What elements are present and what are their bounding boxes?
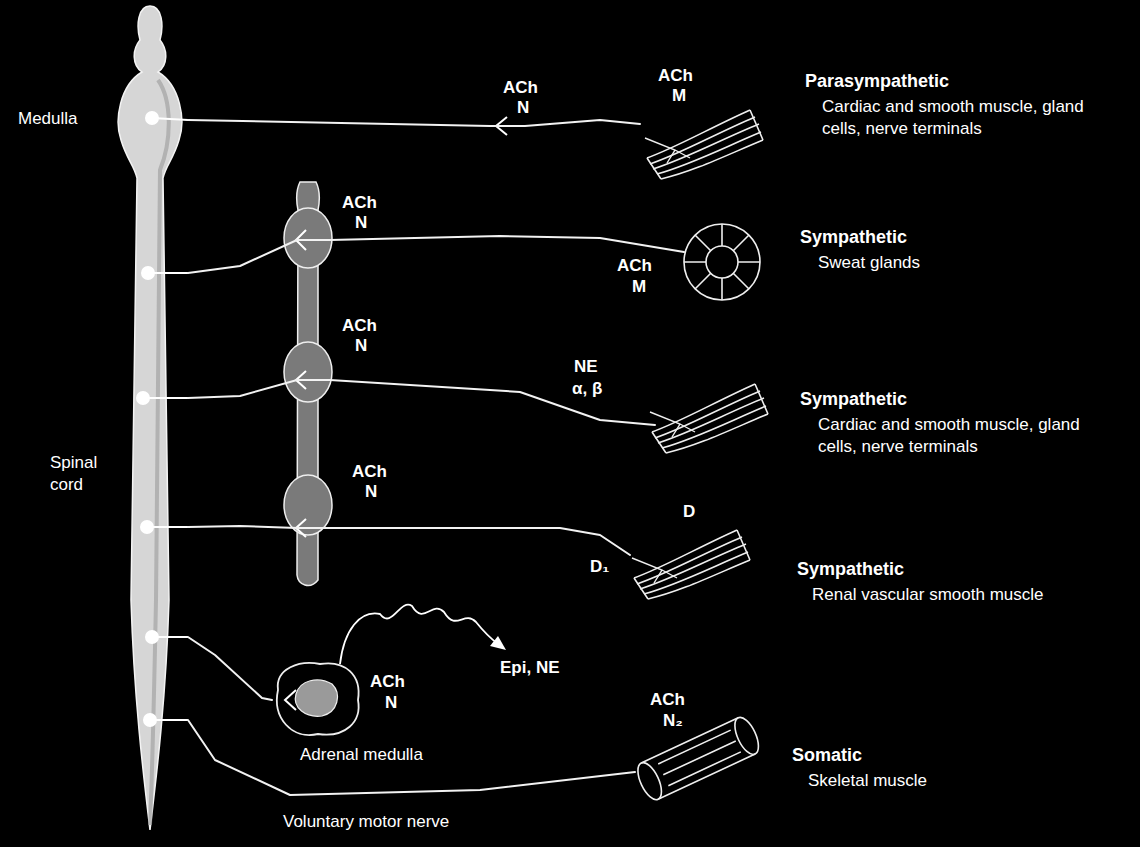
transmitter-label: Voluntary motor nerve — [283, 812, 449, 832]
region-label: Adrenal medulla — [300, 744, 423, 766]
transmitter-label: ACh — [352, 462, 387, 482]
region-label: Skeletal muscle — [808, 770, 1108, 792]
effector-heading: Parasympathetic — [805, 70, 949, 93]
nerve-fiber — [188, 637, 272, 700]
transmitter-label: N — [355, 213, 367, 233]
synapse — [285, 117, 507, 710]
arrowhead — [490, 636, 506, 650]
transmitter-label: M — [632, 277, 646, 297]
sweat-gland — [684, 224, 760, 300]
transmitter-label: N — [355, 336, 367, 356]
transmitter-label: M — [672, 86, 686, 106]
skeletal-muscle — [633, 714, 763, 803]
transmitter-label: N₂ — [663, 711, 683, 731]
nerve-fiber — [188, 236, 684, 273]
transmitter-label: N — [385, 693, 397, 713]
transmitter-label: NE — [574, 357, 598, 377]
region-label: Cardiac and smooth muscle, gland cells, … — [818, 414, 1080, 458]
transmitter-label: Epi, NE — [500, 658, 560, 678]
region-label: Medulla — [18, 108, 78, 130]
adrenal-node: Adrenal medulla — [272, 660, 362, 740]
transmitter-label: ACh — [617, 256, 652, 276]
effector-node: SympatheticSweat glands — [684, 224, 762, 302]
effector-node: ParasympatheticCardiac and smooth muscle… — [640, 104, 765, 184]
spinal-cord — [118, 6, 182, 830]
secretion-arrow — [340, 605, 498, 664]
transmitter-label: ACh — [342, 316, 377, 336]
nerve-fiber — [188, 120, 640, 126]
spinal-cord-node: MedullaSpinal cord — [112, 0, 188, 835]
effector-node: SympatheticCardiac and smooth muscle, gl… — [655, 380, 770, 460]
transmitter-label: N — [365, 482, 377, 502]
transmitter-label: α, β — [572, 379, 602, 399]
effector-heading: Somatic — [792, 744, 862, 767]
region-label: Cardiac and smooth muscle, gland cells, … — [822, 96, 1084, 140]
transmitter-label: D — [683, 502, 695, 522]
transmitter-label: ACh — [370, 672, 405, 692]
cord-shading — [150, 80, 169, 825]
effector-node: SomaticSkeletal muscle — [635, 715, 760, 805]
region-label: Sweat glands — [818, 252, 1078, 274]
transmitter-label: ACh — [650, 690, 685, 710]
transmitter-label: ACh — [658, 66, 693, 86]
cell-bodies — [137, 112, 188, 726]
adrenal-gland — [277, 663, 359, 735]
nerve-fiber — [188, 720, 635, 795]
transmitter-label: D₁ — [590, 557, 609, 577]
effector-heading: Sympathetic — [800, 226, 907, 249]
effector-heading: Sympathetic — [800, 388, 907, 411]
region-label: Renal vascular smooth muscle — [812, 584, 1132, 606]
transmitter-label: ACh — [503, 78, 538, 98]
renal-vascular-muscle — [632, 530, 750, 599]
smooth-muscle — [650, 384, 768, 453]
transmitter-label: N — [517, 98, 529, 118]
nerve-fiber — [188, 380, 655, 425]
transmitter-label: ACh — [342, 193, 377, 213]
region-label: Spinal cord — [50, 452, 120, 496]
effector-node: SympatheticRenal vascular smooth muscle — [630, 525, 760, 605]
smooth-muscle — [645, 110, 763, 179]
nerve-fiber — [188, 526, 630, 555]
effector-heading: Sympathetic — [797, 558, 904, 581]
